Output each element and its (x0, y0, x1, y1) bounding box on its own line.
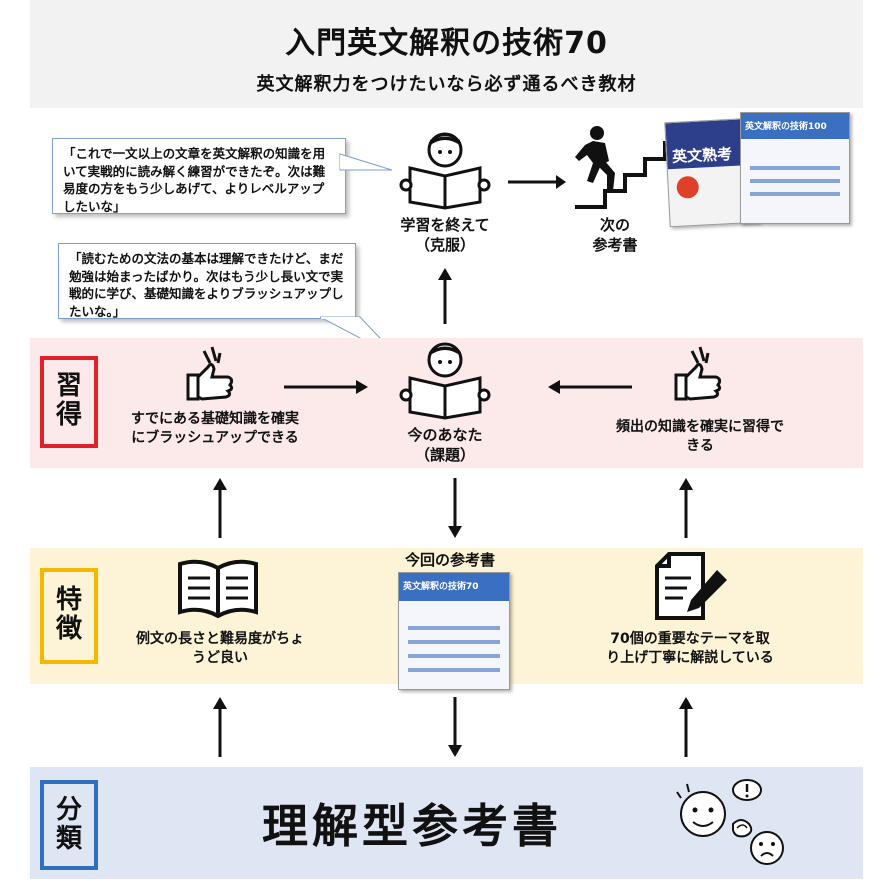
bunrui-band (30, 767, 863, 879)
arrow-up-icon (438, 268, 452, 324)
shutoku-left-caption: すでにある基礎知識を確実にブラッシュアップできる (130, 411, 300, 446)
stairs-climber-icon (575, 126, 675, 209)
bunrui-label: 分類 (40, 780, 98, 870)
reading-person-icon (399, 132, 491, 210)
arrow-up-icon-right-1 (679, 478, 693, 538)
arrow-down-icon-center-2 (448, 697, 462, 757)
document-edit-icon (655, 552, 727, 620)
arrow-down-icon-center-1 (448, 478, 462, 538)
arrow-up-icon-left-1 (213, 478, 227, 538)
arrow-left-icon (548, 380, 632, 394)
arrow-up-icon-right-2 (679, 697, 693, 757)
arrow-up-icon-left-2 (213, 697, 227, 757)
next-book-cover-2: 英文解釈の技術100 (740, 112, 850, 224)
shutoku-label: 習得 (40, 356, 98, 448)
classification-text: 理解型参考書 (262, 799, 562, 853)
thumbs-up-icon-right (674, 346, 722, 401)
shutoku-right-caption: 頻出の知識を確実に習得できる (616, 419, 784, 454)
arrow-right-icon-2 (284, 380, 368, 394)
speech-bubble-top: 「これで一文以上の文章を英文解釈の知識を用いて実戦的に読み解く練習ができたぞ。次… (52, 138, 346, 214)
tokucho-label: 特徴 (40, 568, 98, 664)
tokucho-right-caption: 70個の重要なテーマを取り上げ丁寧に解説している (606, 631, 774, 666)
reading-person-icon-current (399, 342, 491, 420)
tokucho-left-caption: 例文の長さと難易度がちょうど良い (136, 631, 304, 666)
open-book-icon (178, 559, 258, 619)
current-book-caption: 今回の参考書 (404, 551, 495, 569)
next-caption: 次の 参考書 (592, 216, 638, 255)
header: 入門英文解釈の技術70 英文解釈力をつけたいなら必ず通るべき教材 (30, 0, 863, 108)
page-title: 入門英文解釈の技術70 (285, 26, 608, 61)
done-caption: 学習を終えて （克服） (400, 216, 490, 255)
speech-bubble-middle: 「読むための文法の基本は理解できたけど、まだ勉強は始まったばかり。次はもう少し長… (58, 243, 356, 319)
thinking-faces-icon (676, 779, 784, 865)
speech-bubble-top-tail (339, 153, 393, 171)
current-you-caption: 今のあなた （課題） (407, 426, 483, 465)
page-subtitle: 英文解釈力をつけたいなら必ず通るべき教材 (256, 74, 637, 95)
thumbs-up-icon-left (186, 346, 234, 401)
arrow-right-icon (508, 175, 566, 189)
current-book-cover: 英文解釈の技術70 (398, 572, 510, 690)
